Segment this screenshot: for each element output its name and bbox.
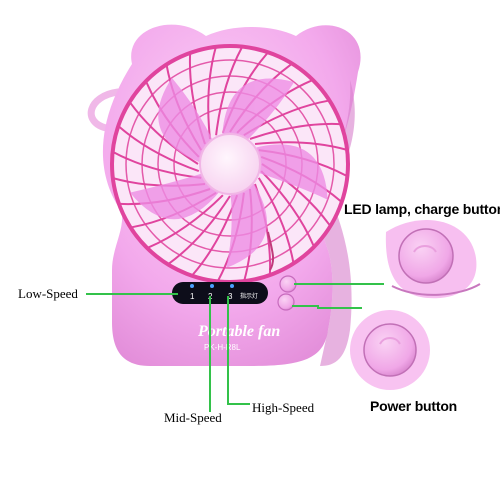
power-button-icon: [363, 323, 417, 377]
indicator-light-2: [210, 284, 214, 288]
panel-mark-1: 1: [190, 292, 195, 301]
indicator-light-3: [230, 284, 234, 288]
led-lamp-button[interactable]: [279, 275, 297, 293]
control-panel: [172, 282, 268, 304]
led-lamp-label: LED lamp, charge button: [344, 201, 500, 217]
fan-blade: [130, 173, 221, 220]
fan-hub: [199, 133, 261, 195]
strap: [87, 88, 122, 132]
cage-spoke: [147, 194, 224, 249]
fan-blade: [222, 78, 295, 142]
indicator-light-1: [190, 284, 194, 288]
circle-button-icon: [398, 228, 454, 284]
fan-blade: [226, 181, 268, 268]
high-speed-label: High-Speed: [252, 400, 315, 415]
cable: [267, 231, 275, 271]
cage-spoke: [249, 122, 341, 140]
power-button[interactable]: [277, 293, 295, 311]
callout-leaders: [86, 283, 384, 412]
cage-spoke: [257, 177, 295, 263]
cage-spoke: [215, 47, 243, 136]
model-number: PK-H-R8L: [204, 343, 241, 352]
power-button-label: Power button: [370, 398, 458, 414]
cage-spoke: [254, 141, 347, 151]
mid-speed-label: Mid-Speed: [164, 410, 222, 425]
panel-mark-3: 3: [228, 292, 233, 301]
cage-spoke: [260, 170, 315, 247]
fan-blades: [130, 77, 328, 268]
panel-light-label: 指示灯: [240, 292, 258, 300]
fan-blade: [253, 144, 328, 200]
brand-script: Portable fan: [197, 323, 280, 340]
power-button-closeup: [350, 310, 430, 390]
low-speed-label: Low-Speed: [18, 286, 78, 301]
cage-spoke: [129, 102, 199, 165]
cage-spoke: [118, 125, 200, 173]
cage-spoke: [168, 195, 231, 265]
fan-blade: [158, 77, 214, 164]
cage-spoke: [207, 47, 217, 140]
cage-spoke: [113, 151, 202, 179]
led-button-closeup: [385, 219, 481, 299]
